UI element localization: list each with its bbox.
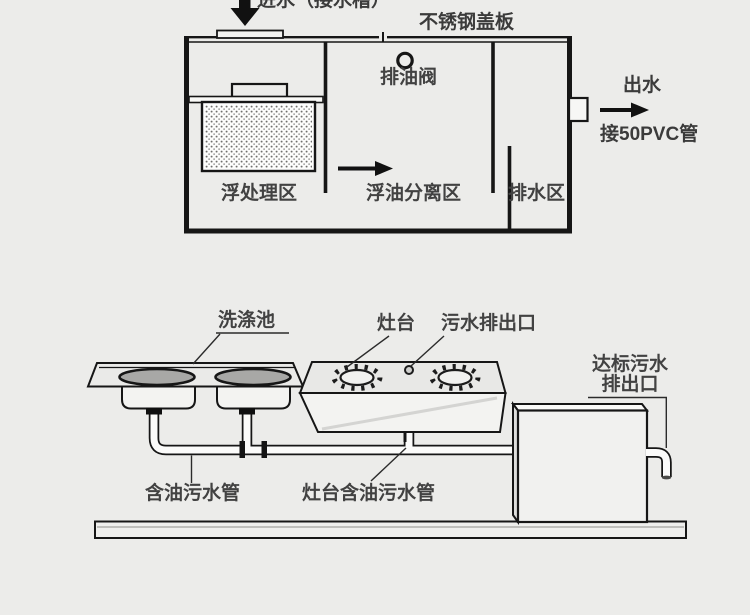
oil-drain-valve-icon [396, 51, 414, 70]
inlet-arrow-icon [230, 0, 260, 26]
outlet-pipe-label: 接50PVC管 [600, 124, 699, 145]
oily-water-pipes [148, 411, 520, 458]
inlet-label: 进水（接水槽） [257, 0, 391, 11]
filter-basket [188, 82, 324, 173]
compliant-outlet-label: 达标污水 排出口 [574, 355, 686, 395]
sewage-outlet-label: 污水排出口 [441, 313, 537, 334]
basket-handle [230, 82, 289, 99]
pipe-coupling [261, 441, 267, 458]
stove-label: 灶台 [377, 313, 416, 334]
outlet-label: 出水 [623, 75, 662, 96]
sink-drain [239, 407, 255, 415]
zone-separation-label: 浮油分离区 [366, 183, 462, 204]
flow-arrow-icon [338, 161, 393, 176]
cover-label: 不锈钢盖板 [419, 12, 515, 33]
sink-label: 洗涤池 [218, 310, 276, 331]
sink-basin [216, 385, 291, 410]
inlet-cover-plate [216, 29, 284, 39]
zone-drainage-label: 排水区 [508, 183, 566, 204]
grease-trap-box [510, 401, 650, 526]
oily-pipe-label: 含油污水管 [145, 483, 241, 504]
zone-treatment-label: 浮处理区 [221, 183, 298, 204]
gas-burner-icon [331, 364, 383, 391]
gas-burner-icon [429, 364, 481, 391]
compliant-outlet-label-line1: 达标污水 [591, 354, 668, 375]
sink-drain [146, 407, 162, 415]
leader-lines [190, 332, 667, 483]
sewage-outlet-hole-icon [404, 365, 414, 375]
tank-baffles [323, 42, 512, 231]
compliant-outlet-pipe [646, 447, 672, 480]
outlet-port [567, 96, 589, 123]
compliant-outlet-label-line2: 排出口 [601, 374, 659, 395]
pipe-coupling [403, 433, 407, 442]
stove-oily-pipe-label: 灶台含油污水管 [302, 483, 436, 504]
pipe-coupling [239, 441, 245, 458]
floor [94, 520, 687, 539]
sink-unit [86, 362, 305, 415]
separator-tank [184, 29, 572, 234]
oil-valve-label: 排油阀 [380, 67, 438, 88]
sink-basin [121, 385, 196, 410]
outlet-arrow-icon [600, 102, 649, 118]
sink-bowl-icon [118, 367, 196, 387]
stove-unit [298, 361, 507, 433]
sink-bowl-icon [214, 367, 292, 387]
